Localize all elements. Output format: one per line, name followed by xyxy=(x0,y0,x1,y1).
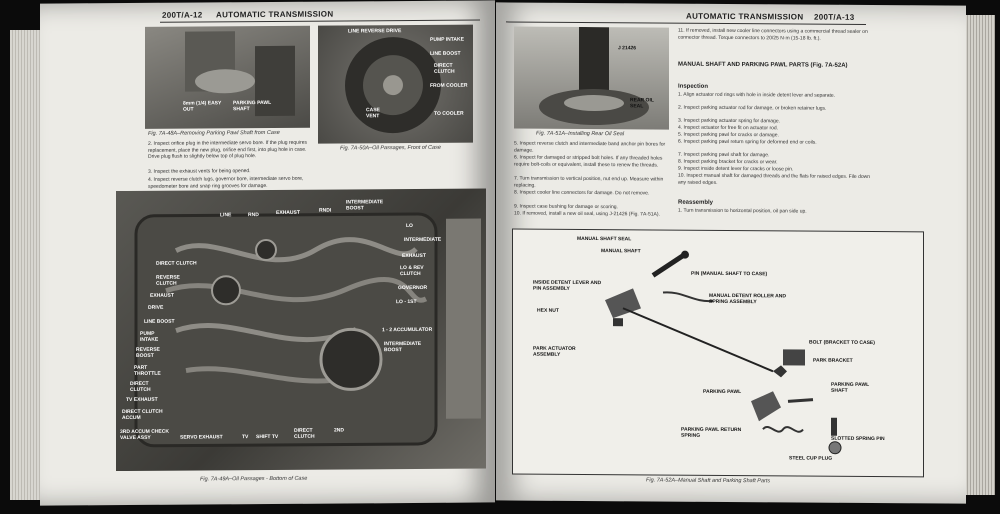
fig2-label-pump-intake: PUMP INTAKE xyxy=(430,36,464,43)
left-page: 200T/A-12 AUTOMATIC TRANSMISSION 8mm (1/… xyxy=(40,0,495,506)
fig3-label-tv-exhaust: TV EXHAUST xyxy=(126,396,158,403)
fig1-label-pawl-shaft: PARKING PAWL SHAFT xyxy=(233,99,272,113)
right-para-11: 11. If removed, install new cooler line … xyxy=(678,27,868,42)
fig1-caption: Fig. 7A-48A–Removing Parking Pawl Shaft … xyxy=(148,129,280,137)
fig3-label-rnd: RND xyxy=(248,212,259,219)
right-fig2-caption: Fig. 7A-52A–Manual Shaft and Parking Sha… xyxy=(646,477,771,485)
fig3-label-direct-clutch-accum: DIRECT CLUTCH ACCUM xyxy=(122,408,163,422)
right-para-10: 10. If removed, install a new oil seal, … xyxy=(514,210,660,218)
fig1-label-easy-out: 8mm (1/4) EASY OUT xyxy=(183,100,222,113)
right-para-8: 8. Inspect cooler line connectors for da… xyxy=(514,189,650,197)
manual-shaft-section-title: MANUAL SHAFT AND PARKING PAWL PARTS (Fig… xyxy=(678,61,848,69)
fig2-label-direct-clutch: DIRECT CLUTCH xyxy=(434,62,455,75)
fig3-label-intermediate-boost-right: INTERMEDIATE BOOST xyxy=(384,340,422,354)
fig3-label-1-2-accumulator: 1 - 2 ACCUMULATOR xyxy=(382,326,433,334)
right-para-5: 5. Inspect reverse clutch and intermedia… xyxy=(514,140,666,154)
fig2-label-line-boost: LINE BOOST xyxy=(430,50,461,57)
fig3-label-drive: DRIVE xyxy=(148,304,164,311)
diag-label-slotted-spring-pin: SLOTTED SPRING PIN xyxy=(831,435,885,443)
right-para-7: 7. Turn transmission to vertical positio… xyxy=(514,175,664,189)
fig-manual-shaft-diagram: MANUAL SHAFT SEAL MANUAL SHAFT PIN (MANU… xyxy=(512,228,924,478)
fig3-label-lo-1st: LO - 1ST xyxy=(396,298,417,306)
fig3-label-lo: LO xyxy=(406,222,413,230)
fig-bottom-case-photo: LINE RND EXHAUST RNDI INTERMEDIATE BOOST… xyxy=(116,188,486,472)
fig3-label-exhaust-right: EXHAUST xyxy=(402,252,426,260)
fig3-label-line-boost: LINE BOOST xyxy=(144,318,175,325)
fig-front-case-photo: LINE REVERSE DRIVE PUMP INTAKE LINE BOOS… xyxy=(318,24,473,144)
diag-label-parking-pawl: PARKING PAWL xyxy=(703,388,742,396)
right-para-6: 6. Inspect for damaged or stripped bolt … xyxy=(514,154,663,169)
fig3-label-line: LINE xyxy=(220,212,232,219)
fig3-label-shift-tv: SHIFT TV xyxy=(256,433,279,441)
right-header-rule xyxy=(506,21,866,25)
right-page: AUTOMATIC TRANSMISSION 200T/A-13 J 21426… xyxy=(496,2,966,504)
fig3-label-pump-intake: PUMP INTAKE xyxy=(140,330,159,343)
fig3-label-part-throttle: PART THROTTLE xyxy=(134,364,161,377)
fig3-label-governor: GOVERNOR xyxy=(398,284,428,292)
fig3-label-direct-clutch-bottom: DIRECT CLUTCH xyxy=(294,427,315,440)
diag-label-bolt-bracket: BOLT (BRACKET TO CASE) xyxy=(809,339,875,347)
fig3-label-lo-rev-clutch: LO & REV CLUTCH xyxy=(400,264,424,278)
diag-label-inside-detent-lever: INSIDE DETENT LEVER AND PIN ASSEMBLY xyxy=(533,279,602,292)
left-header-number: 200T/A-12 xyxy=(162,10,203,20)
diag-label-parking-pawl-shaft: PARKING PAWL SHAFT xyxy=(831,381,870,394)
left-para-4: 4. Inspect reverse clutch lugs, governor… xyxy=(148,175,304,190)
left-para-2: 2. Inspect orifice plug in the intermedi… xyxy=(148,139,307,161)
fig3-label-reverse-boost: REVERSE BOOST xyxy=(136,346,160,359)
fig3-label-2nd: 2ND xyxy=(334,427,345,434)
fig3-label-direct-clutch-2: DIRECT CLUTCH xyxy=(130,380,151,393)
diag-label-manual-shaft-seal: MANUAL SHAFT SEAL xyxy=(577,235,632,243)
fig2-label-to-cooler: TO COOLER xyxy=(434,110,464,117)
fig2-label-line-reverse-drive: LINE REVERSE DRIVE xyxy=(348,28,402,35)
diag-label-park-bracket: PARK BRACKET xyxy=(813,357,853,364)
fig2-label-from-cooler: FROM COOLER xyxy=(430,82,468,89)
fig3-label-intermediate: INTERMEDIATE xyxy=(404,236,442,244)
fig2-caption: Fig. 7A-50A–Oil Passages, Front of Case xyxy=(340,144,441,152)
left-header-title: AUTOMATIC TRANSMISSION xyxy=(216,9,334,20)
front-case-photo-art xyxy=(345,37,441,134)
manual-shaft-diagram-art xyxy=(605,250,842,455)
fig3-caption: Fig. 7A-49A–Oil Passages - Bottom of Cas… xyxy=(200,475,308,483)
right-page-stack xyxy=(965,15,995,495)
inspection-item-1: 1. Align actuator rod rings with hole in… xyxy=(678,91,836,99)
fig3-label-exhaust-left: EXHAUST xyxy=(150,292,174,299)
left-para-3: 3. Inspect the exhaust vents for being o… xyxy=(148,168,251,175)
right-header-number: 200T/A-13 xyxy=(814,12,855,22)
inspection-item-6: 6. Inspect parking pawl return spring fo… xyxy=(678,138,817,146)
fig-rear-oil-seal-photo: J 21426 REAR OIL SEAL xyxy=(514,26,669,130)
diag-label-park-actuator: PARK ACTUATOR ASSEMBLY xyxy=(533,345,576,358)
fig3-label-rndi: RNDI xyxy=(319,207,332,214)
right-fig1-caption: Fig. 7A-51A–Installing Rear Oil Seal xyxy=(536,130,625,138)
diag-label-pin-manual-shaft: PIN (MANUAL SHAFT TO CASE) xyxy=(691,270,768,278)
inspection-item-2: 2. Inspect parking actuator rod for dama… xyxy=(678,104,827,112)
diag-label-steel-cup-plug: STEEL CUP PLUG xyxy=(789,455,833,462)
reassembly-text: 1. Turn transmission to horizontal posit… xyxy=(678,207,807,215)
left-header-rule xyxy=(160,19,480,23)
fig2-label-case-vent: CASE VENT xyxy=(366,107,380,120)
fig-parking-pawl-photo: 8mm (1/4) EASY OUT PARKING PAWL SHAFT xyxy=(145,25,310,129)
parking-pawl-photo-art xyxy=(185,31,295,117)
fig-seal-label-rear-oil-seal: REAR OIL SEAL xyxy=(630,97,654,110)
fig3-label-tv: TV xyxy=(242,434,249,441)
fig3-label-reverse-clutch: REVERSE CLUTCH xyxy=(156,274,180,287)
right-header-title: AUTOMATIC TRANSMISSION xyxy=(686,11,804,22)
diag-label-hex-nut: HEX NUT xyxy=(537,307,559,314)
diag-label-manual-shaft: MANUAL SHAFT xyxy=(601,248,641,255)
fig-seal-label-j21426: J 21426 xyxy=(618,45,637,52)
left-page-stack xyxy=(10,30,45,500)
fig3-label-direct-clutch-1: DIRECT CLUTCH xyxy=(156,260,197,267)
rear-oil-seal-art xyxy=(539,26,649,126)
fig3-label-servo-exhaust: SERVO EXHAUST xyxy=(180,434,223,441)
fig3-label-exhaust-top: EXHAUST xyxy=(276,209,300,216)
fig3-label-intermediate-boost-top: INTERMEDIATE BOOST xyxy=(346,199,384,212)
inspection-title: Inspection xyxy=(678,83,709,90)
diag-label-return-spring: PARKING PAWL RETURN SPRING xyxy=(681,426,742,439)
fig3-label-3rd-accum: 3RD ACCUM CHECK VALVE ASSY xyxy=(120,428,169,442)
reassembly-title: Reassembly xyxy=(678,199,714,206)
oil-passages-art xyxy=(134,212,481,448)
inspection-item-10: 10. Inspect manual shaft for damaged thr… xyxy=(678,172,871,186)
diag-label-manual-detent-roller: MANUAL DETENT ROLLER AND SPRING ASSEMBLY xyxy=(709,292,786,306)
